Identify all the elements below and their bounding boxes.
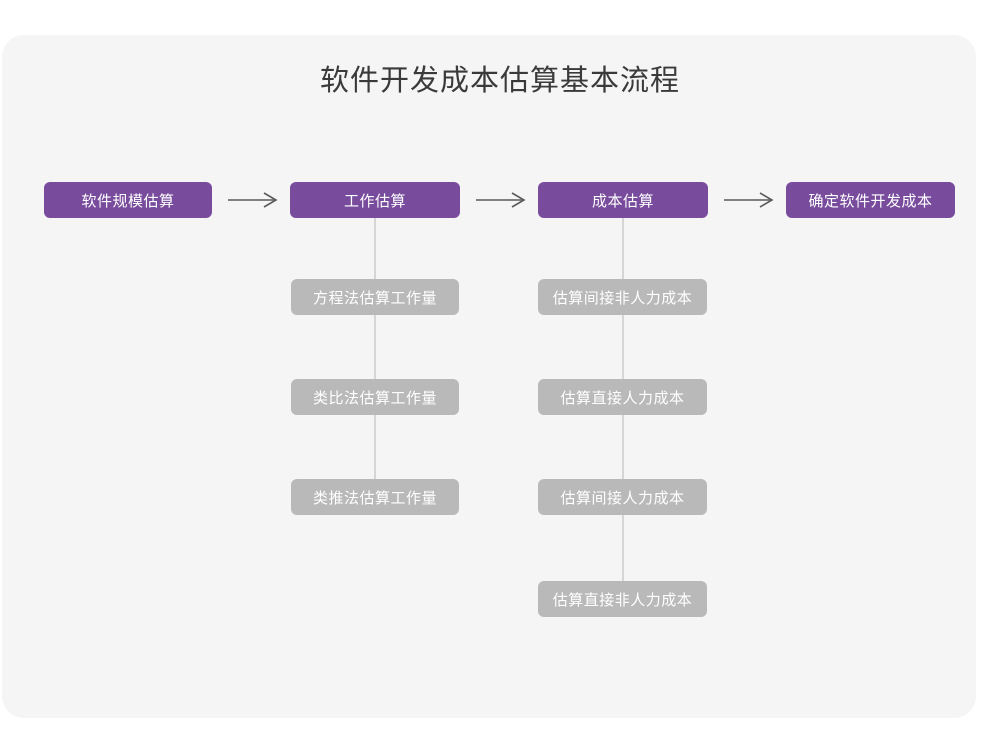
substep-node-analogy-method-effort[interactable]: 类比法估算工作量 — [291, 379, 459, 415]
substep-node-indirect-labor-cost[interactable]: 估算间接人力成本 — [538, 479, 707, 515]
substep-node-label: 方程法估算工作量 — [312, 288, 437, 307]
right-arrow-icon-1 — [226, 190, 282, 210]
substep-node-equation-method-effort[interactable]: 方程法估算工作量 — [291, 279, 459, 315]
stage-node-cost-estimation[interactable]: 成本估算 — [538, 182, 708, 218]
substep-node-direct-labor-cost[interactable]: 估算直接人力成本 — [538, 379, 707, 415]
substep-node-indirect-nonlabor-cost[interactable]: 估算间接非人力成本 — [538, 279, 707, 315]
right-arrow-icon-2 — [474, 190, 530, 210]
substep-node-label: 估算直接人力成本 — [560, 388, 685, 407]
diagram-card — [2, 35, 976, 718]
substep-node-direct-nonlabor-cost[interactable]: 估算直接非人力成本 — [538, 581, 707, 617]
connector-stage-2 — [374, 218, 376, 503]
stage-node-label: 成本估算 — [591, 191, 654, 210]
substep-node-label: 估算间接非人力成本 — [552, 288, 693, 307]
substep-node-label: 估算间接人力成本 — [560, 488, 685, 507]
stage-node-determine-development-cost[interactable]: 确定软件开发成本 — [786, 182, 955, 218]
right-arrow-icon-3 — [722, 190, 778, 210]
substep-node-label: 估算直接非人力成本 — [552, 590, 693, 609]
stage-node-label: 确定软件开发成本 — [808, 191, 933, 210]
stage-node-software-scale-estimation[interactable]: 软件规模估算 — [44, 182, 212, 218]
substep-node-label: 类推法估算工作量 — [312, 488, 437, 507]
substep-node-label: 类比法估算工作量 — [312, 388, 437, 407]
stage-node-label: 工作估算 — [343, 191, 406, 210]
stage-node-label: 软件规模估算 — [81, 191, 175, 210]
substep-node-inference-method-effort[interactable]: 类推法估算工作量 — [291, 479, 459, 515]
stage-node-effort-estimation[interactable]: 工作估算 — [290, 182, 460, 218]
page-title: 软件开发成本估算基本流程 — [319, 63, 680, 97]
